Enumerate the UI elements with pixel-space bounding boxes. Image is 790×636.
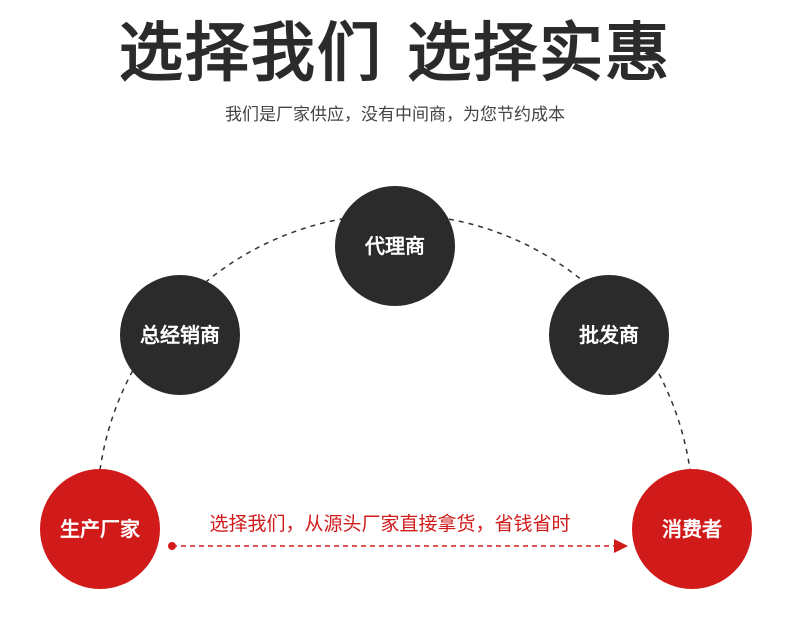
direct-flow-arrowhead xyxy=(614,539,628,553)
direct-flow-label: 选择我们，从源头厂家直接拿货，省钱省时 xyxy=(209,512,570,535)
node-general-distributor: 总经销商 xyxy=(120,275,240,395)
direct-flow-start-dot xyxy=(168,542,176,550)
node-manufacturer: 生产厂家 xyxy=(40,469,160,589)
node-agent: 代理商 xyxy=(335,186,455,306)
node-general-distributor-label: 总经销商 xyxy=(140,323,220,347)
node-consumer: 消费者 xyxy=(632,469,752,589)
node-wholesaler-circle xyxy=(549,275,669,395)
node-manufacturer-label: 生产厂家 xyxy=(60,517,141,541)
page-subtitle: 我们是厂家供应，没有中间商，为您节约成本 xyxy=(225,105,565,125)
node-manufacturer-circle xyxy=(40,469,160,589)
page-title: 选择我们 选择实惠 xyxy=(118,17,672,91)
node-agent-label: 代理商 xyxy=(364,234,425,258)
node-general-distributor-circle xyxy=(120,275,240,395)
node-wholesaler-label: 批发商 xyxy=(579,323,639,347)
node-wholesaler: 批发商 xyxy=(549,275,669,395)
node-consumer-circle xyxy=(632,469,752,589)
node-agent-circle xyxy=(335,186,455,306)
node-consumer-label: 消费者 xyxy=(662,517,722,541)
